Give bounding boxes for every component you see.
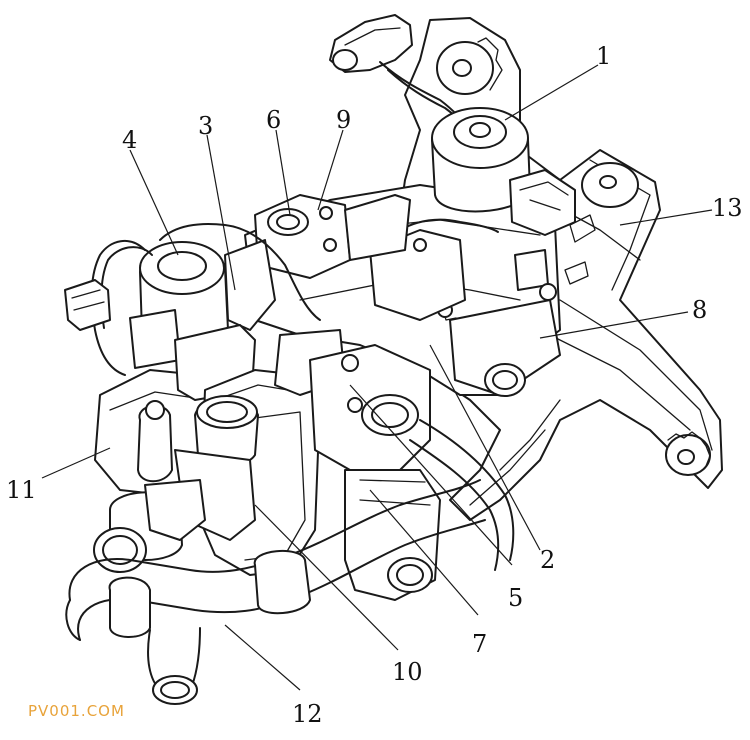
callout-8: 8 xyxy=(692,296,707,324)
hose-12 xyxy=(65,479,486,705)
callout-3: 3 xyxy=(198,112,213,140)
callout-11: 11 xyxy=(6,476,37,504)
callout-labels: 1 2 3 4 5 6 7 8 9 10 11 12 13 xyxy=(6,42,743,728)
leader-lines xyxy=(41,64,713,691)
callout-13: 13 xyxy=(712,194,743,222)
left-hose-elbows xyxy=(93,395,259,573)
watermark-text: PV001.COM xyxy=(28,702,125,720)
solenoid-valve-4 xyxy=(64,222,321,376)
callout-1: 1 xyxy=(596,42,611,70)
callout-12: 12 xyxy=(292,700,323,728)
callout-5: 5 xyxy=(508,584,523,612)
callout-6: 6 xyxy=(266,106,281,134)
top-pivot-gear xyxy=(436,37,503,95)
callout-10: 10 xyxy=(392,658,423,686)
callout-2: 2 xyxy=(540,546,555,574)
callout-7: 7 xyxy=(472,630,487,658)
callout-9: 9 xyxy=(336,106,351,134)
center-right-block xyxy=(309,344,441,601)
callout-4: 4 xyxy=(122,126,137,154)
